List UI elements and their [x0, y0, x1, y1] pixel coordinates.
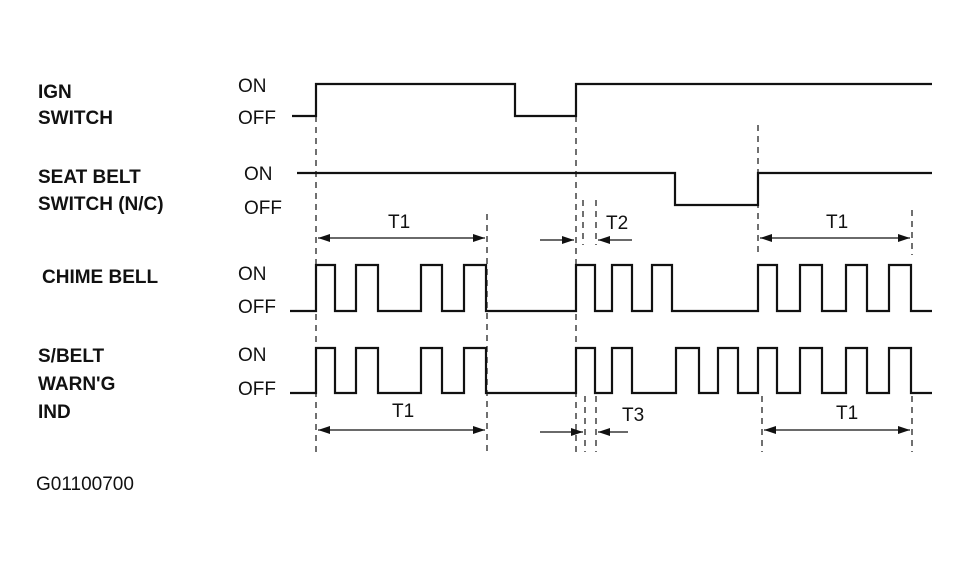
- seat-belt-indicator-label-1: S/BELT: [38, 346, 105, 367]
- seat-belt-switch-label-2: SWITCH (N/C): [38, 194, 164, 215]
- t1-duration-arrow: [318, 426, 485, 434]
- figure-id: G01100700: [36, 474, 134, 495]
- t1-label: T1: [388, 212, 410, 233]
- indicator-on-label: ON: [238, 345, 267, 366]
- t1-duration-arrow: [764, 426, 910, 434]
- seat-belt-off-label: OFF: [244, 198, 282, 219]
- t1-label: T1: [836, 403, 858, 424]
- chime-bell-label: CHIME BELL: [42, 267, 159, 288]
- t2-duration-arrow: [540, 236, 632, 244]
- t1-label: T1: [826, 212, 848, 233]
- ign-off-label: OFF: [238, 108, 276, 129]
- seat-belt-switch-label-1: SEAT BELT: [38, 167, 141, 188]
- seat-belt-on-label: ON: [244, 164, 273, 185]
- chime-bell-waveform: [290, 263, 932, 313]
- chime-on-label: ON: [238, 264, 267, 285]
- seat-belt-switch-waveform: [297, 171, 932, 207]
- seat-belt-indicator-waveform: [290, 346, 932, 395]
- indicator-off-label: OFF: [238, 379, 276, 400]
- t1-label: T1: [392, 401, 414, 422]
- t3-duration-arrow: [540, 428, 628, 436]
- ign-switch-label-1: IGN: [38, 82, 72, 103]
- chime-off-label: OFF: [238, 297, 276, 318]
- seat-belt-indicator-label-2: WARN'G: [38, 374, 115, 395]
- t3-label: T3: [622, 405, 644, 426]
- ign-switch-waveform: [292, 82, 932, 118]
- ign-on-label: ON: [238, 76, 267, 97]
- t1-duration-arrow: [760, 234, 910, 242]
- seat-belt-indicator-label-3: IND: [38, 402, 71, 423]
- t2-label: T2: [606, 213, 628, 234]
- ign-switch-label-2: SWITCH: [38, 108, 113, 129]
- t1-duration-arrow: [318, 234, 485, 242]
